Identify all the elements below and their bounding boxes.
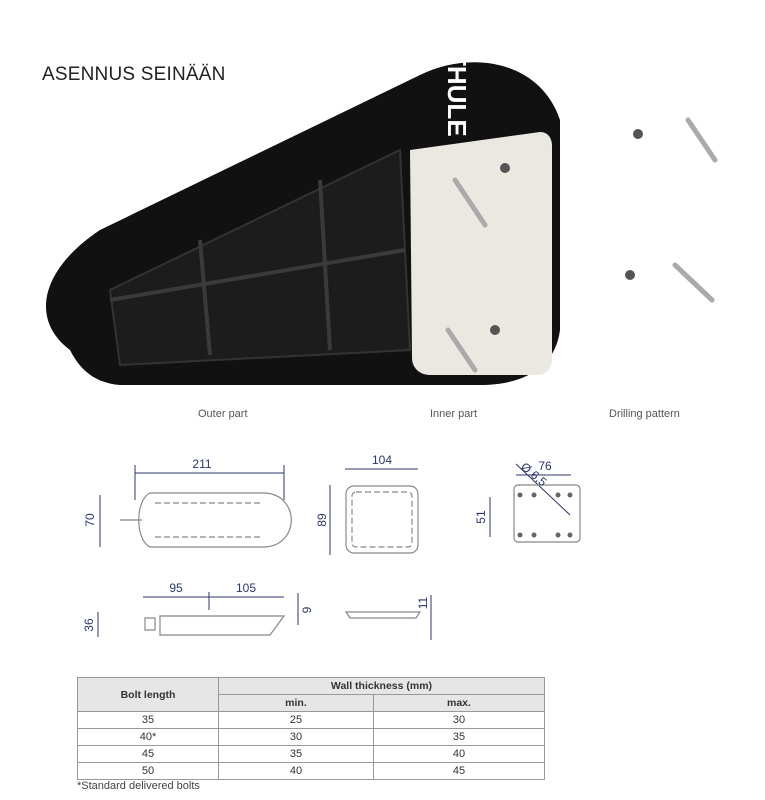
technical-drawings: 211 70 95 105 36 9 104 89 11 Ø 6,5 76 51 (82, 453, 581, 640)
caption-outer-part: Outer part (198, 408, 248, 420)
header-bolt-length: Bolt length (77, 677, 219, 712)
dim-inner-height: 89 (315, 513, 329, 527)
dim-inner-thickness: 11 (416, 596, 430, 609)
dim-drill-horizontal: 76 (538, 459, 552, 473)
page-title: ASENNUS SEINÄÄN (42, 64, 226, 85)
dim-outer-width: 70 (83, 513, 97, 527)
caption-inner-part: Inner part (430, 408, 478, 420)
table-footnote: *Standard delivered bolts (77, 780, 200, 792)
svg-text:THULE: THULE (442, 50, 472, 137)
outer-part-ribs (108, 148, 412, 367)
caption-drilling-pattern: Drilling pattern (609, 408, 680, 420)
dim-outer-seg1: 95 (169, 581, 183, 595)
dim-outer-seg2: 105 (236, 581, 256, 595)
header-min: min. (218, 694, 374, 712)
dim-inner-width: 104 (372, 453, 392, 467)
dim-outer-tip: 9 (300, 606, 314, 613)
header-wall-thickness: Wall thickness (mm) (218, 677, 545, 695)
bolt-length-table: Bolt length Wall thickness (mm) min. max… (77, 677, 546, 780)
dim-outer-length: 211 (192, 457, 211, 471)
inner-plate (410, 132, 552, 375)
thule-logo: THULE (442, 50, 472, 137)
header-max: max. (372, 694, 546, 712)
dim-outer-height: 36 (82, 618, 96, 632)
dim-drill-vertical: 51 (474, 510, 488, 524)
product-photo: THULE (46, 50, 718, 385)
